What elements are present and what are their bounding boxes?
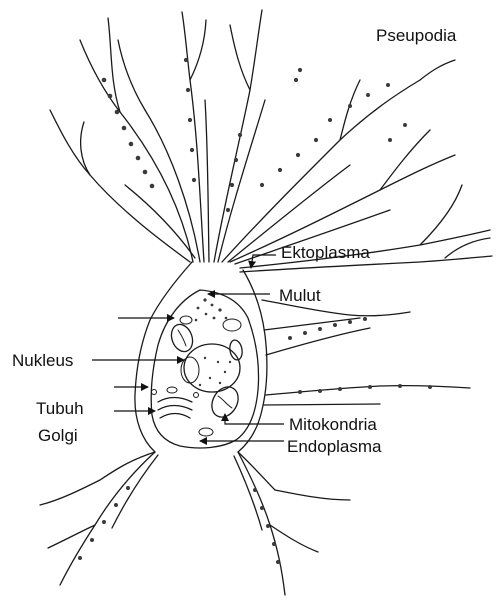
- labels: Pseupodia Ektoplasma Mulut Nukleus Tubuh…: [12, 26, 457, 456]
- label-mulut: Mulut: [279, 286, 321, 305]
- golgi-shape: [151, 389, 199, 419]
- mitochondria-shapes: [170, 323, 243, 418]
- label-tubuh: Tubuh: [36, 399, 84, 418]
- ektoplasma-arrow: [248, 254, 276, 269]
- label-ektoplasma: Ektoplasma: [281, 243, 370, 262]
- label-mitokondria: Mitokondria: [289, 415, 377, 434]
- nucleus-shape: [180, 343, 241, 393]
- mulut-vacuoles: [179, 298, 242, 332]
- mitokondria-arrow: [221, 413, 284, 425]
- organelles: [151, 323, 243, 437]
- lower-granules: [78, 486, 280, 564]
- lobe-granules: [288, 317, 432, 394]
- cell-body: [99, 261, 471, 491]
- label-golgi: Golgi: [38, 426, 78, 445]
- pseudopodia-granules: [101, 57, 407, 213]
- label-endoplasma: Endoplasma: [287, 437, 382, 456]
- lower-pseudopodia: [39, 451, 351, 596]
- label-pseudopodia: Pseupodia: [376, 26, 457, 45]
- leader-lines: [92, 254, 284, 445]
- label-nukleus: Nukleus: [12, 351, 73, 370]
- pseudopodia-branches: [49, 9, 493, 273]
